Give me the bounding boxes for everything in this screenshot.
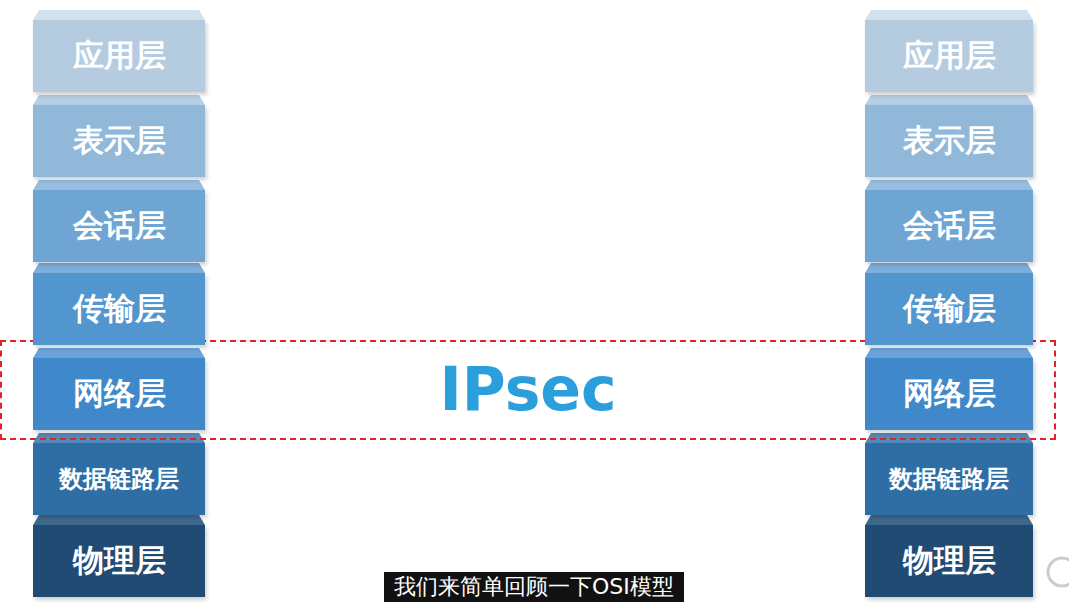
- osi-layer-block: 数据链路层: [33, 443, 205, 515]
- node-label: 会话层: [73, 205, 166, 247]
- node-label: 表示层: [73, 120, 166, 162]
- block-top-face: [865, 263, 1033, 273]
- osi-layer-block: 应用层: [865, 20, 1033, 92]
- osi-layer-block: 网络层: [865, 358, 1033, 430]
- block-top-face: [33, 180, 205, 190]
- osi-layer-block: 传输层: [33, 273, 205, 345]
- block-top-face: [33, 348, 205, 358]
- osi-layer-block: 表示层: [33, 105, 205, 177]
- block-top-face: [33, 515, 205, 525]
- osi-layer-block: 传输层: [865, 273, 1033, 345]
- node-label: 会话层: [903, 205, 996, 247]
- subtitle-caption: 我们来简单回顾一下OSI模型: [384, 572, 684, 602]
- node-label: 网络层: [73, 373, 166, 415]
- node-label: 表示层: [903, 120, 996, 162]
- node-label: 应用层: [903, 35, 996, 77]
- block-top-face: [865, 180, 1033, 190]
- osi-layer-block: 会话层: [865, 190, 1033, 262]
- osi-layer-block: 物理层: [865, 525, 1033, 597]
- osi-layer-block: 表示层: [865, 105, 1033, 177]
- block-top-face: [865, 348, 1033, 358]
- osi-layer-block: 数据链路层: [865, 443, 1033, 515]
- ipsec-region: IPsec网络层网络层: [0, 340, 1056, 440]
- block-top-face: [33, 433, 205, 443]
- block-top-face: [865, 433, 1033, 443]
- player-icon: [1048, 558, 1069, 586]
- node-label: 数据链路层: [59, 463, 179, 495]
- osi-layer-block: 网络层: [33, 358, 205, 430]
- osi-layer-block: 应用层: [33, 20, 205, 92]
- block-top-face: [865, 95, 1033, 105]
- node-label: 物理层: [73, 540, 166, 582]
- block-top-face: [865, 10, 1033, 20]
- osi-layer-block: 物理层: [33, 525, 205, 597]
- block-top-face: [33, 95, 205, 105]
- node-label: 应用层: [73, 35, 166, 77]
- node-label: 网络层: [903, 373, 996, 415]
- osi-layer-block: 会话层: [33, 190, 205, 262]
- block-top-face: [33, 10, 205, 20]
- node-label: 数据链路层: [889, 463, 1009, 495]
- block-top-face: [33, 263, 205, 273]
- block-top-face: [865, 515, 1033, 525]
- node-label: 传输层: [903, 288, 996, 330]
- node-label: 物理层: [903, 540, 996, 582]
- node-label: 传输层: [73, 288, 166, 330]
